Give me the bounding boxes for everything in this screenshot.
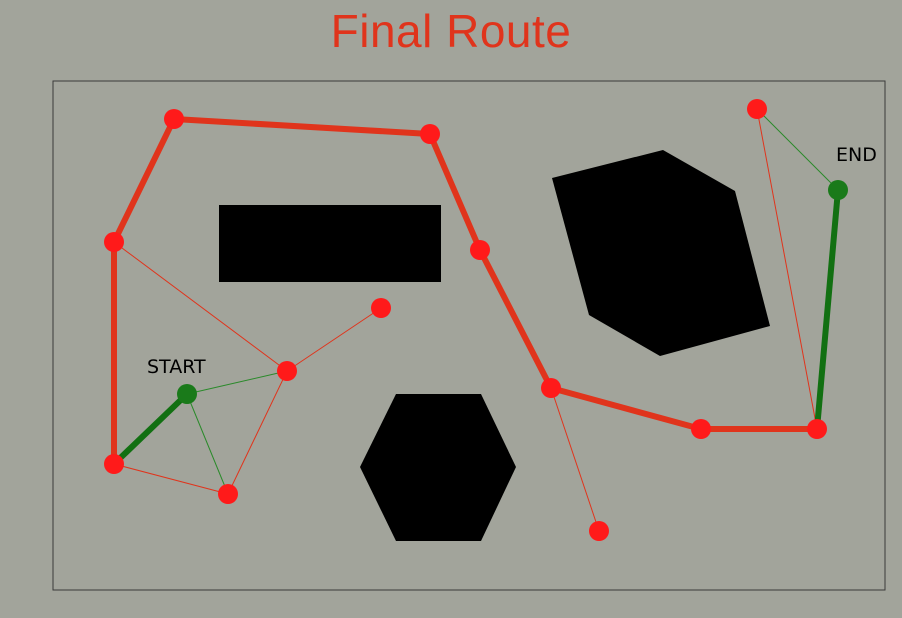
start-label: START — [147, 356, 206, 378]
graph-edge — [186, 393, 229, 495]
end-node — [828, 180, 848, 200]
route-start-segment — [111, 391, 190, 467]
obstacle-quad — [552, 150, 770, 356]
end-label: END — [836, 144, 877, 166]
waypoint-node — [164, 109, 184, 129]
graph-edge — [756, 108, 818, 430]
route-segment — [477, 247, 554, 391]
start-node — [177, 384, 197, 404]
waypoint-node — [470, 240, 490, 260]
waypoint-node — [589, 521, 609, 541]
route-layer — [111, 116, 841, 467]
waypoint-node — [218, 484, 238, 504]
obstacle-hexagon — [360, 394, 516, 541]
route-segment — [427, 131, 483, 253]
nodes-layer — [104, 99, 848, 541]
route-end-segment — [814, 187, 841, 432]
graph-edge — [756, 108, 839, 191]
waypoint-node — [371, 298, 391, 318]
obstacles — [219, 150, 770, 541]
route-segment — [171, 116, 433, 137]
graph-edge — [227, 370, 288, 495]
waypoint-node — [420, 124, 440, 144]
waypoint-node — [104, 454, 124, 474]
graph-edge — [286, 307, 382, 372]
waypoint-node — [747, 99, 767, 119]
waypoint-node — [277, 361, 297, 381]
graph-edge — [113, 463, 229, 495]
page-title: Final Route — [330, 5, 572, 57]
waypoint-node — [541, 378, 561, 398]
obstacle-rectangle — [219, 205, 441, 282]
map-frame — [52, 80, 886, 591]
graph-edge — [550, 387, 600, 532]
route-segment — [111, 116, 177, 245]
waypoint-node — [691, 419, 711, 439]
graph-edge — [113, 241, 288, 372]
graph-edge — [186, 370, 288, 395]
waypoint-node — [807, 419, 827, 439]
route-segment — [548, 385, 704, 432]
waypoint-node — [104, 232, 124, 252]
edges-layer — [113, 108, 839, 532]
